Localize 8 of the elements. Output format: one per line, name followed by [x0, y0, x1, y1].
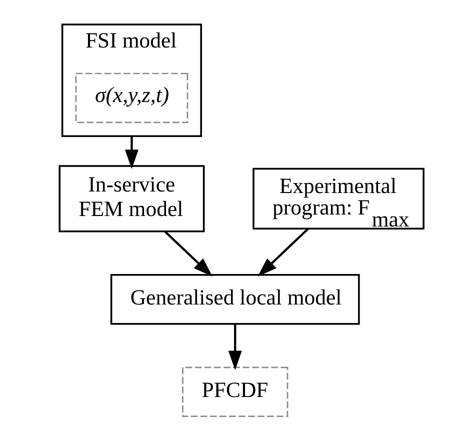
arrow [257, 228, 308, 277]
node-box: σ(x,y,z,t) [74, 72, 188, 124]
arrow [228, 324, 242, 370]
node-box: In-service FEM model [58, 165, 204, 232]
arrow [124, 136, 138, 170]
node-box: Generalised local model [110, 274, 360, 325]
arrow [164, 230, 212, 277]
node-box: PFCDF [182, 366, 288, 418]
